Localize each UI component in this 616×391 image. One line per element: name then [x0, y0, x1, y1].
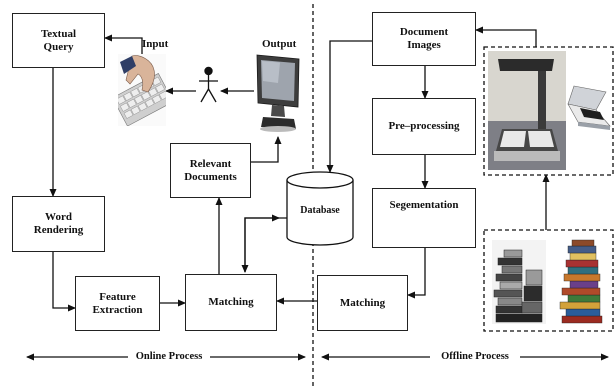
grayscale-book-pile — [492, 240, 546, 324]
document-images-box: Document Images — [372, 12, 476, 66]
output-label: Output — [262, 38, 297, 50]
database-cylinder — [286, 171, 354, 246]
matching-online-box: Matching — [185, 274, 277, 331]
preprocessing-box: Pre–processing — [372, 98, 476, 155]
feature-extraction-box: Feature Extraction — [75, 276, 160, 331]
online-process-label: Online Process — [135, 351, 203, 362]
flatbed-scanner-icon — [567, 85, 611, 130]
arrow-scanner-to-docimages — [475, 26, 537, 47]
database-label: Database — [300, 205, 340, 216]
stick-figure-user-icon — [199, 66, 218, 103]
matching-offline-label: Matching — [339, 296, 386, 309]
input-label: Input — [142, 38, 169, 50]
relevant-documents-box: Relevant Documents — [170, 143, 251, 198]
textual-query-label: Textual Query — [40, 27, 77, 53]
arrow-matching-to-database — [244, 214, 280, 272]
offline-process-label: Offline Process — [441, 351, 509, 362]
scanner-image-frame — [483, 46, 614, 176]
matching-offline-box: Matching — [317, 275, 408, 331]
hand-typing-keyboard-icon — [118, 54, 166, 126]
segmentation-box: Segementation — [372, 188, 476, 248]
document-images-label: Document Images — [399, 26, 449, 51]
word-rendering-box: Word Rendering — [12, 196, 105, 252]
matching-online-label: Matching — [208, 296, 254, 308]
arrow-docimages-to-database — [326, 40, 372, 173]
book-scanner-icon — [488, 51, 566, 170]
arrow-rendering-to-feature — [52, 252, 76, 312]
arrow-input-to-query — [104, 34, 143, 54]
textual-query-box: Textual Query — [12, 13, 105, 68]
word-rendering-label: Word Rendering — [33, 211, 84, 236]
arrow-database-to-matching — [241, 217, 287, 273]
arrow-relevant-to-output — [251, 136, 282, 163]
books-image-frame — [483, 229, 614, 332]
segmentation-label: Segementation — [389, 199, 459, 211]
preprocessing-label: Pre–processing — [388, 120, 460, 132]
colored-book-pile — [559, 239, 603, 324]
arrow-segment-to-matching — [407, 248, 426, 299]
book-stack-icon — [492, 239, 603, 324]
computer-monitor-icon — [256, 54, 300, 132]
relevant-documents-label: Relevant Documents — [184, 157, 237, 183]
feature-extraction-label: Feature Extraction — [92, 290, 143, 316]
